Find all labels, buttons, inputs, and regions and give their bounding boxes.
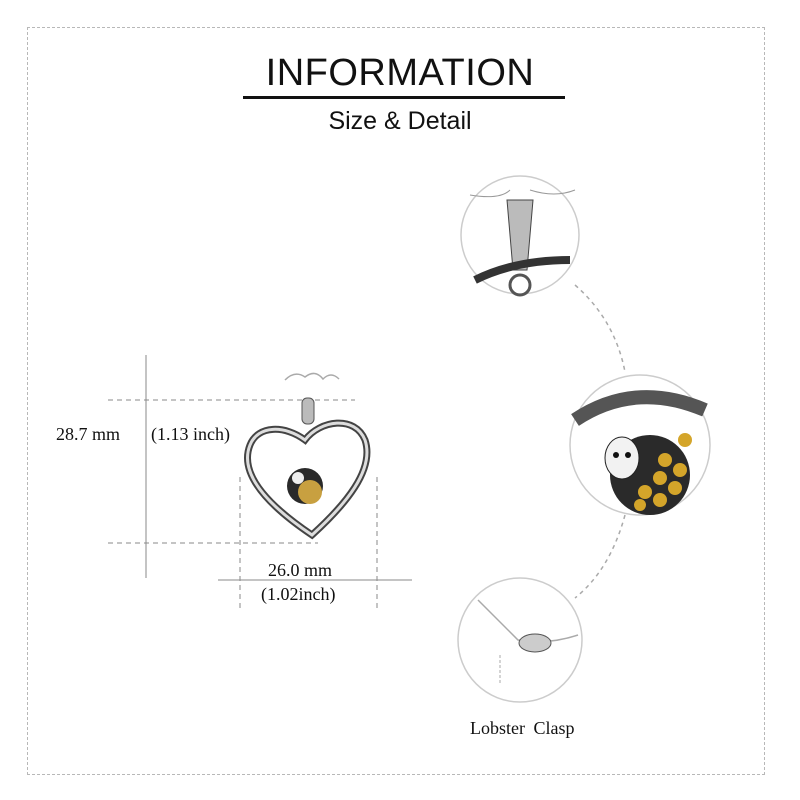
clasp-caption: Lobster Clasp [470,718,575,738]
width-mm-label: 26.0 mm [268,560,333,580]
dimension-guides [108,355,412,608]
detail-circle-bail [460,175,580,297]
height-mm-label: 28.7 mm [56,424,121,444]
detail-circle-sloth [569,374,711,516]
detail-circle-clasp [457,577,583,703]
height-inch-label: (1.13 inch) [151,424,230,444]
dashed-frame [27,27,765,775]
page-title: INFORMATION [265,52,535,94]
title-underline [243,96,565,99]
page-subtitle: Size & Detail [328,107,472,135]
heart-pendant [244,372,371,540]
width-inch-label: (1.02inch) [261,584,336,604]
